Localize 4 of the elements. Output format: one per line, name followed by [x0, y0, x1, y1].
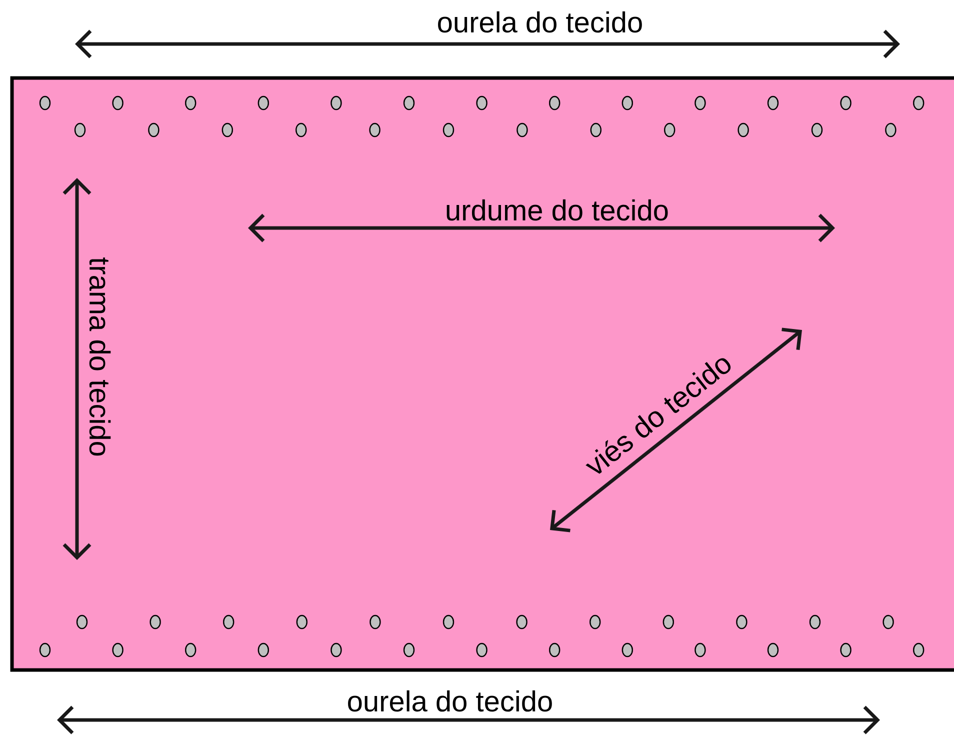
- direction-label: trama do tecido: [89, 258, 111, 456]
- direction-label: ourela do tecido: [348, 690, 552, 712]
- direction-label: ourela do tecido: [438, 11, 642, 33]
- direction-label: urdume do tecido: [446, 199, 668, 221]
